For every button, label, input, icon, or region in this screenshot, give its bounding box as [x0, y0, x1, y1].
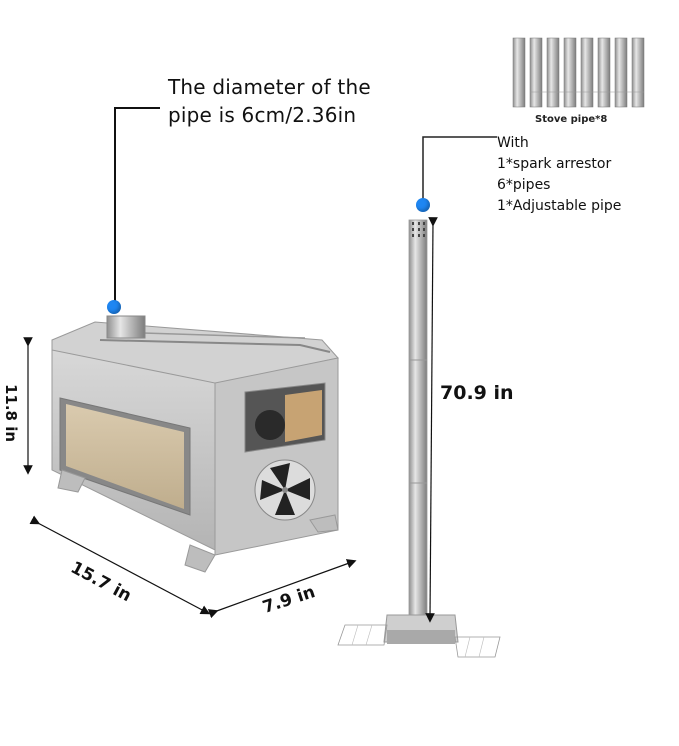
stove-pipe-set-image	[512, 37, 645, 108]
pipe-height-label: 70.9 in	[440, 382, 514, 404]
length-dimension-arrow	[29, 515, 211, 615]
kit-item: 1*Adjustable pipe	[497, 198, 622, 214]
kit-item: With	[497, 135, 529, 151]
pipe-kit-leader-line	[422, 136, 497, 205]
callout-line-1: The diameter of the	[168, 75, 371, 99]
pipe-diameter-callout: The diameter of the pipe is 6cm/2.36in	[168, 73, 371, 129]
chimney-pipe-image	[337, 219, 501, 658]
pipe-height-dimension-arrow	[425, 217, 438, 623]
stove-height-label: 11.8 in	[2, 383, 21, 443]
stove-pipe-caption: Stove pipe*8	[535, 114, 608, 125]
air-vent-wheel	[254, 459, 316, 521]
kit-item: 1*spark arrestor	[497, 156, 612, 172]
pipe-outlet-marker-icon	[107, 300, 121, 314]
stove-image	[51, 315, 339, 573]
pipe-kit-contents: With 1*spark arrestor 6*pipes 1*Adjustab…	[497, 133, 621, 217]
pipe-top-marker-icon	[416, 198, 430, 212]
kit-item: 6*pipes	[497, 177, 551, 193]
width-dimension-arrow	[207, 559, 357, 619]
pipe-diameter-leader-line	[114, 107, 160, 308]
callout-line-2: pipe is 6cm/2.36in	[168, 103, 357, 127]
